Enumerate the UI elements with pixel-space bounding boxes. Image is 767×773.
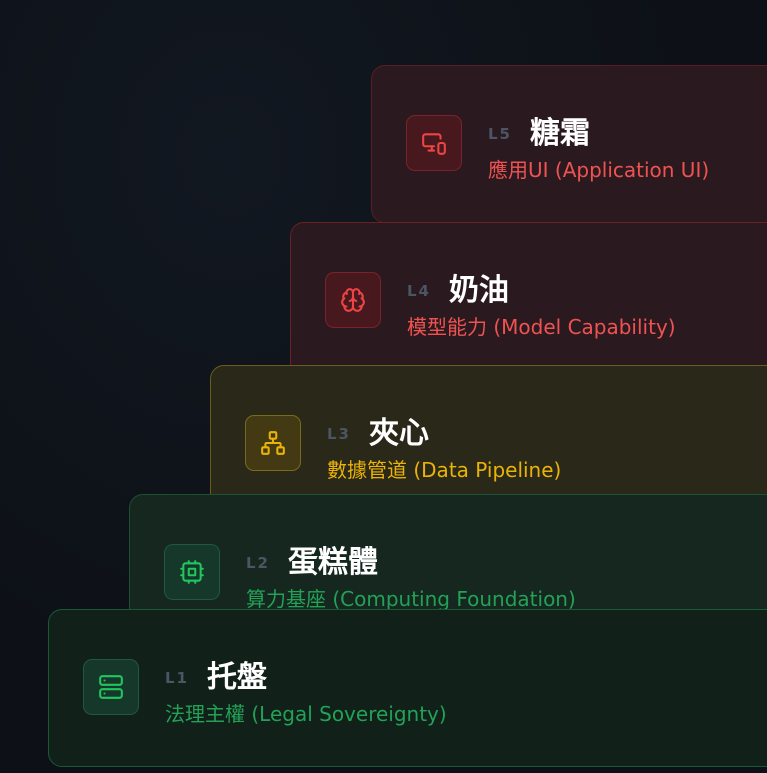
- layer-level: L3: [327, 425, 351, 443]
- layer-card-l4[interactable]: L4 奶油 模型能力 (Model Capability): [290, 222, 767, 380]
- brain-icon: [325, 272, 381, 328]
- layer-description: 應用UI (Application UI): [488, 158, 710, 182]
- cpu-icon: [164, 544, 220, 600]
- layer-name: 夾心: [369, 416, 429, 451]
- layer-level: L4: [407, 282, 431, 300]
- layer-card-l1[interactable]: L1 托盤 法理主權 (Legal Sovereignty): [48, 609, 767, 767]
- layer-card-l5[interactable]: L5 糖霜 應用UI (Application UI): [371, 65, 767, 223]
- layer-description: 法理主權 (Legal Sovereignty): [165, 702, 447, 726]
- layer-name: 托盤: [207, 660, 267, 695]
- server-icon: [83, 659, 139, 715]
- layer-level: L2: [246, 554, 270, 572]
- layer-name: 奶油: [449, 273, 509, 308]
- network-icon: [245, 415, 301, 471]
- layer-level: L5: [488, 125, 512, 143]
- layer-description: 算力基座 (Computing Foundation): [246, 587, 576, 611]
- layer-name: 蛋糕體: [288, 545, 378, 580]
- layer-name: 糖霜: [530, 116, 590, 151]
- monitor-smartphone-icon: [406, 115, 462, 171]
- layer-description: 數據管道 (Data Pipeline): [327, 458, 562, 482]
- layer-level: L1: [165, 669, 189, 687]
- layer-description: 模型能力 (Model Capability): [407, 315, 676, 339]
